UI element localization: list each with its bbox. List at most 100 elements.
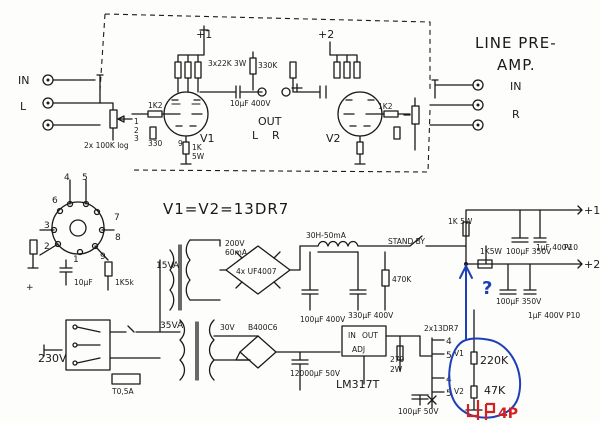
pin3-label: 3 <box>134 134 139 143</box>
cathode-resistor-v2 <box>356 141 364 155</box>
handwritten-note: 4P <box>498 406 518 422</box>
socket-pin-8: 8 <box>115 233 121 243</box>
socket-res-label: 1K5k <box>115 278 134 287</box>
socket-pin-1: 1 <box>73 255 79 265</box>
c330u-label: 330µF 400V <box>348 311 394 320</box>
lv-bridge <box>229 335 301 369</box>
mains-input <box>43 319 161 371</box>
c1u-b-label: 1µF 400V P10 <box>528 311 580 320</box>
reg-name-label: LM317T <box>336 378 380 391</box>
title-line-2: AMP. <box>497 56 536 74</box>
hn4-label: 4 <box>446 337 452 347</box>
socket-pin-6: 6 <box>52 196 58 206</box>
choke-label: 30H-50mA <box>306 231 347 240</box>
r1k5w2-label: 1K5W <box>480 247 502 256</box>
b-plus-distribution <box>462 205 583 295</box>
heater-string <box>411 337 445 409</box>
transformer-35va <box>159 319 251 381</box>
v1-heater-label: V1 <box>454 349 464 358</box>
pin1-label: 1 <box>134 117 139 126</box>
v2-label: V2 <box>326 132 341 145</box>
bridge-label: B400C6 <box>248 323 278 332</box>
r-grid-label: 1K2 <box>148 101 163 110</box>
question-mark: ? <box>482 278 492 299</box>
r330-resistor <box>149 126 157 140</box>
reg-adj-label: ADJ <box>352 345 365 354</box>
r-plate-label: 3x22K 3W <box>208 59 247 68</box>
r330-right <box>393 126 401 140</box>
plus1-label: +1 <box>196 28 212 41</box>
r270-label: 270 <box>390 355 405 364</box>
r-330k-label: 330K <box>258 61 278 70</box>
fuse-label: T0,5A <box>111 387 135 396</box>
rail-plus1: +1 <box>584 204 600 217</box>
left-input-jacks <box>42 74 104 131</box>
reg-out-label: OUT <box>362 331 378 340</box>
grid-resistor-v2 <box>383 110 399 118</box>
right-input-label: IN <box>510 80 521 93</box>
hn5b-label: 5 <box>446 389 452 399</box>
c100u-label: 100µF 400V <box>300 315 346 324</box>
enclosure-outline <box>99 13 431 173</box>
c100u-b-label: 100µF 350V <box>496 297 542 306</box>
r220k-label: 220K <box>480 354 509 367</box>
reg-in-label: IN <box>348 331 356 340</box>
reg-output-wire <box>363 335 433 385</box>
p10-label: P10 <box>564 243 578 252</box>
pin9-label: 9 <box>178 139 183 148</box>
c12000-label: 12000µF 50V <box>290 369 341 378</box>
socket-pin-7: 7 <box>114 213 120 223</box>
tube-socket <box>27 179 115 291</box>
r-k-5w-label: 5W <box>192 152 205 161</box>
plus1-rail-v1 <box>199 25 209 41</box>
xfmr1-label: 15VA <box>156 261 180 271</box>
red-handwriting-mark <box>466 400 496 420</box>
r1k5w-label: 1K 5W <box>448 217 473 226</box>
lv-cap <box>291 351 341 391</box>
v1-label: V1 <box>200 132 215 145</box>
c-out-label: 10µF 400V <box>230 99 271 108</box>
coupling-cap-v1 <box>199 85 263 99</box>
plate-resistors-v2 <box>329 54 361 79</box>
cathode-wire-v1 <box>180 135 192 165</box>
heater-label: 2x13DR7 <box>424 324 459 333</box>
c100u350-label: 100µF 350V <box>506 247 552 256</box>
transformer-15va <box>159 239 221 321</box>
standby-switch <box>399 235 467 247</box>
fuse <box>111 373 141 385</box>
diodes-label: 4x UF4007 <box>236 267 277 276</box>
socket-pin-3: 3 <box>44 221 50 231</box>
v2-r-label: 1K2 <box>378 102 393 111</box>
plus2-rail-v2 <box>291 83 303 93</box>
r330k-resistor <box>249 57 257 75</box>
volume-pot-right <box>403 97 420 151</box>
standby-label: STAND BY <box>388 237 425 246</box>
v2-left-resistor <box>289 61 297 79</box>
out-r-label: R <box>272 129 280 142</box>
right-input-jacks <box>429 79 484 131</box>
socket-pin-5: 5 <box>82 173 88 183</box>
socket-pin-9: 9 <box>100 252 106 262</box>
tube-v1 <box>163 91 209 137</box>
pot-label: 2x 100K log <box>84 141 129 150</box>
hn5-label: 5 <box>446 351 452 361</box>
cathode-resistor-v1 <box>182 141 190 155</box>
left-input-label: IN <box>18 74 29 87</box>
r47k-label: 47K <box>484 384 506 397</box>
left-channel-label: L <box>20 100 27 113</box>
grid-resistor-v1 <box>147 110 163 118</box>
r-330-label: 330 <box>148 139 163 148</box>
cathode-wire-v2 <box>354 135 366 165</box>
v2-heater-label: V2 <box>454 387 464 396</box>
socket-cap-label: 10µF <box>74 278 93 287</box>
volume-pot-left <box>99 102 133 141</box>
c1u400-label: 1µF 400V <box>536 243 573 252</box>
out-label: OUT <box>258 115 282 128</box>
bias-divider <box>465 309 483 411</box>
out-jack-r <box>281 87 291 97</box>
coupling-cap-v2 <box>292 77 327 99</box>
plus2-label: +2 <box>318 28 334 41</box>
hv-diode-bridge <box>219 245 301 295</box>
